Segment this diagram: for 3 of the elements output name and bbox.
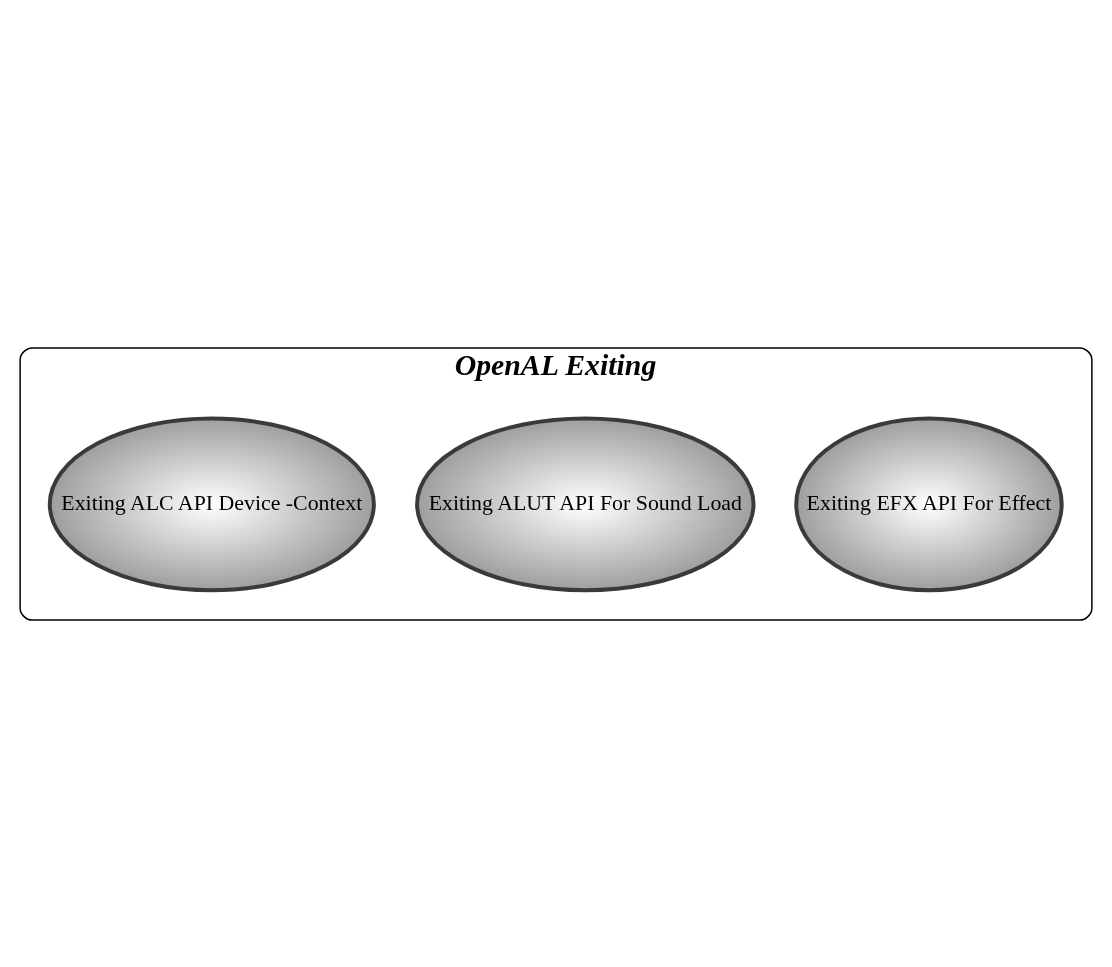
node-ellipse: Exiting ALUT API For Sound Load xyxy=(415,415,756,592)
node-ellipse: Exiting ALC API Device -Context xyxy=(47,415,376,592)
node-ellipse: Exiting EFX API For Effect xyxy=(794,415,1064,592)
